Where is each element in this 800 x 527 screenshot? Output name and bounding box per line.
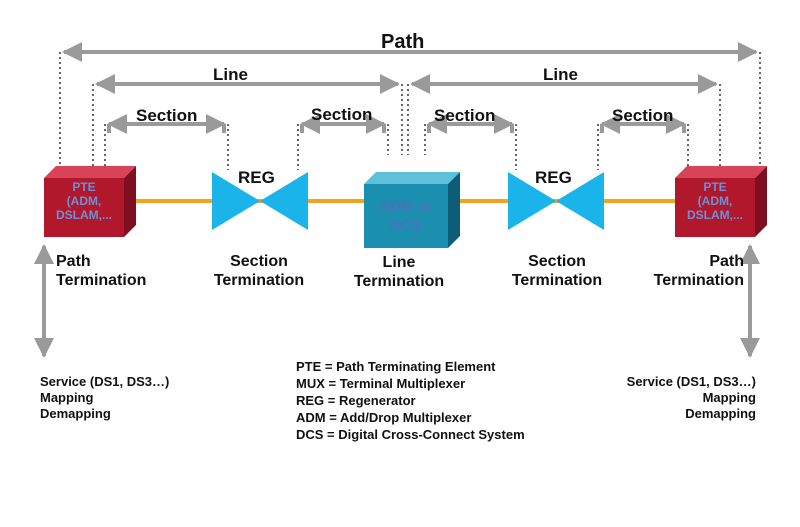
- section-arrow-stubs: [107, 124, 686, 133]
- service-right-line2: Mapping: [702, 390, 756, 405]
- pte-left-label-line3: DSLAM,...: [56, 208, 112, 222]
- pte-right-box: [675, 166, 767, 237]
- adm-dcs-label: ADM or DCS: [364, 197, 448, 235]
- pte-left-label-line1: PTE: [72, 180, 96, 194]
- section-span-label-3: Section: [434, 106, 496, 125]
- section-termination-right-line1: Section: [528, 253, 586, 270]
- section-span-label-2: Section: [311, 105, 373, 124]
- path-termination-right-line2: Termination: [653, 272, 744, 289]
- path-termination-left: Path Termination: [56, 252, 146, 290]
- reg-left-label: REG: [238, 168, 275, 187]
- pte-left-box: [44, 166, 136, 237]
- service-right-line3: Demapping: [685, 406, 756, 421]
- legend-item-adm: ADM = Add/Drop Multiplexer: [296, 410, 472, 425]
- service-left-line1: Service (DS1, DS3…): [40, 374, 170, 389]
- section-span-label-4: Section: [612, 106, 674, 125]
- pte-right-label-line1: PTE: [703, 180, 727, 194]
- reg-right-label: REG: [535, 168, 572, 187]
- regenerator-left: [212, 172, 308, 230]
- path-termination-left-line1: Path: [56, 253, 91, 270]
- span-boundaries: [59, 52, 761, 170]
- section-termination-left: Section Termination: [204, 252, 314, 290]
- pte-right-label: PTE (ADM, DSLAM,...: [675, 180, 755, 222]
- path-span-label: Path: [381, 31, 425, 53]
- legend-item-mux: MUX = Terminal Multiplexer: [296, 376, 466, 391]
- path-termination-right-line1: Path: [709, 253, 744, 270]
- regenerator-right: [508, 172, 604, 230]
- path-termination-left-line2: Termination: [56, 272, 147, 289]
- service-left: Service (DS1, DS3…) Mapping Demapping: [40, 374, 169, 422]
- legend: PTE = Path Terminating Element MUX = Ter…: [296, 358, 525, 443]
- section-termination-right-line2: Termination: [511, 272, 603, 289]
- legend-item-dcs: DCS = Digital Cross-Connect System: [296, 427, 525, 442]
- section-termination-right: Section Termination: [502, 252, 612, 290]
- pte-left-label: PTE (ADM, DSLAM,...: [44, 180, 124, 222]
- pte-left-label-line2: (ADM,: [66, 194, 102, 208]
- adm-dcs-label-line1: ADM or: [379, 198, 433, 215]
- legend-item-pte: PTE = Path Terminating Element: [296, 359, 496, 374]
- path-termination-right: Path Termination: [632, 252, 744, 290]
- line-span-label-left: Line: [213, 65, 248, 84]
- service-right-line1: Service (DS1, DS3…): [626, 374, 756, 389]
- service-left-line2: Mapping: [40, 390, 94, 405]
- pte-right-label-line2: (ADM,: [697, 194, 733, 208]
- legend-item-reg: REG = Regenerator: [296, 393, 416, 408]
- line-termination-mid-line2: Termination: [353, 273, 445, 290]
- adm-dcs-box: [364, 172, 460, 248]
- section-termination-left-line2: Termination: [213, 272, 305, 289]
- line-termination-mid-line1: Line: [382, 254, 416, 271]
- adm-dcs-label-line2: DCS: [390, 217, 422, 234]
- service-right: Service (DS1, DS3…) Mapping Demapping: [586, 374, 756, 422]
- service-left-line3: Demapping: [40, 406, 111, 421]
- pte-right-label-line3: DSLAM,...: [687, 208, 743, 222]
- line-termination-mid: Line Termination: [344, 253, 454, 291]
- line-span-label-right: Line: [543, 65, 578, 84]
- section-span-label-1: Section: [136, 106, 198, 125]
- section-termination-left-line1: Section: [230, 253, 288, 270]
